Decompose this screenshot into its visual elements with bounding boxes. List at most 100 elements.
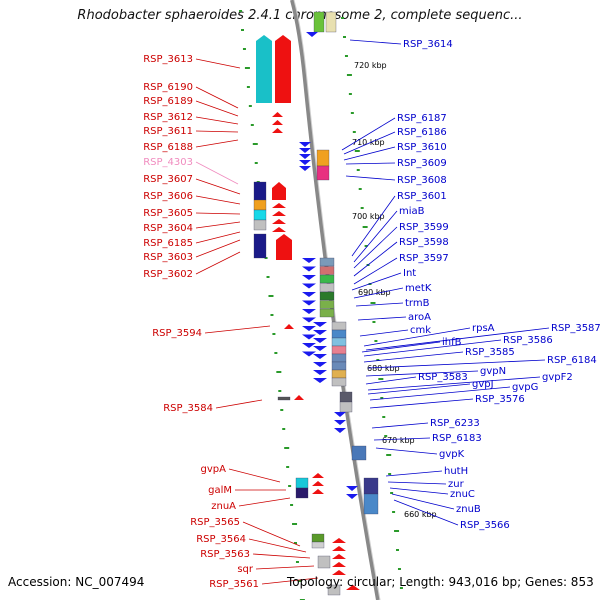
- gene-label[interactable]: RSP_6189: [143, 96, 193, 107]
- gene-label[interactable]: znuB: [456, 504, 481, 515]
- feature-block[interactable]: [331, 329, 347, 339]
- gene-label[interactable]: RSP_3598: [399, 237, 449, 248]
- gene-label[interactable]: aroA: [408, 312, 431, 323]
- gene-label[interactable]: gvpK: [439, 449, 465, 460]
- forward-gene-arrow[interactable]: [332, 554, 346, 559]
- gene-label[interactable]: gvpG: [512, 382, 538, 393]
- forward-gene-arrow[interactable]: [332, 562, 346, 567]
- reverse-gene-arrow[interactable]: [302, 334, 316, 340]
- reverse-gene-arrow[interactable]: [302, 351, 316, 357]
- gene-label[interactable]: RSP_3561: [209, 579, 259, 590]
- feature-block[interactable]: [363, 493, 379, 515]
- forward-gene-arrow[interactable]: [272, 112, 283, 117]
- reverse-gene-arrow[interactable]: [299, 154, 311, 159]
- reverse-gene-arrow[interactable]: [302, 309, 316, 314]
- gene-label[interactable]: RSP_6188: [143, 142, 193, 153]
- gene-label[interactable]: gvpN: [480, 366, 506, 377]
- gene-label[interactable]: RSP_3609: [397, 158, 447, 169]
- gene-label[interactable]: RSP_6186: [397, 127, 447, 138]
- gene-label[interactable]: trmB: [405, 298, 430, 309]
- feature-block[interactable]: [327, 584, 341, 596]
- reverse-gene-arrow[interactable]: [299, 160, 311, 165]
- reverse-gene-arrow[interactable]: [334, 412, 346, 417]
- feature-block[interactable]: [331, 345, 347, 355]
- forward-gene-arrow[interactable]: [272, 182, 286, 200]
- gene-label[interactable]: RSP_6184: [547, 355, 597, 366]
- forward-gene-arrow[interactable]: [346, 585, 360, 590]
- gene-label[interactable]: RSP_6185: [143, 238, 193, 249]
- gene-label[interactable]: RSP_3601: [397, 191, 447, 202]
- gene-label[interactable]: RSP_3586: [503, 335, 553, 346]
- feature-block[interactable]: [331, 321, 347, 331]
- reverse-gene-arrow[interactable]: [334, 420, 346, 425]
- gene-label[interactable]: metK: [405, 283, 432, 294]
- gene-label[interactable]: RSP_3566: [460, 520, 510, 531]
- gene-label[interactable]: RSP_3602: [143, 269, 193, 280]
- feature-block[interactable]: [313, 11, 325, 33]
- feature-block[interactable]: [351, 445, 367, 461]
- forward-gene-arrow[interactable]: [272, 203, 286, 208]
- gene-label[interactable]: sqr: [237, 564, 254, 575]
- gene-label[interactable]: RSP_3614: [403, 39, 453, 50]
- feature-block[interactable]: [319, 257, 335, 267]
- reverse-gene-arrow[interactable]: [313, 354, 327, 359]
- forward-gene-arrow[interactable]: [272, 227, 286, 232]
- gene-label[interactable]: RSP_3576: [475, 394, 525, 405]
- feature-block[interactable]: [253, 233, 267, 259]
- reverse-gene-arrow[interactable]: [302, 317, 316, 323]
- feature-block[interactable]: [319, 291, 335, 301]
- forward-gene-arrow[interactable]: [275, 35, 291, 103]
- forward-gene-arrow[interactable]: [332, 538, 346, 543]
- gene-label[interactable]: RSP_6233: [430, 418, 480, 429]
- gene-label[interactable]: RSP_3604: [143, 223, 193, 234]
- feature-block[interactable]: [319, 300, 335, 309]
- reverse-gene-arrow[interactable]: [306, 32, 318, 37]
- gene-label[interactable]: gvpJ: [472, 379, 494, 390]
- gene-label[interactable]: zur: [448, 479, 465, 490]
- forward-gene-arrow[interactable]: [312, 473, 324, 478]
- reverse-gene-arrow[interactable]: [299, 148, 311, 153]
- gene-label[interactable]: RSP_3612: [143, 112, 193, 123]
- feature-block[interactable]: [319, 274, 335, 284]
- gene-label[interactable]: RSP_3587: [551, 323, 600, 334]
- gene-label[interactable]: RSP_3583: [418, 372, 468, 383]
- reverse-gene-arrow[interactable]: [313, 370, 327, 375]
- feature-block[interactable]: [319, 266, 335, 275]
- gene-label[interactable]: RSP_6183: [432, 433, 482, 444]
- feature-block[interactable]: [295, 487, 309, 499]
- forward-gene-arrow[interactable]: [272, 128, 283, 133]
- reverse-gene-arrow[interactable]: [346, 494, 358, 499]
- gene-label[interactable]: RSP_3608: [397, 175, 447, 186]
- feature-block[interactable]: [331, 337, 347, 347]
- feature-block[interactable]: [339, 401, 353, 413]
- feature-block[interactable]: [253, 209, 267, 221]
- gene-label[interactable]: RSP_3607: [143, 174, 193, 185]
- reverse-gene-arrow[interactable]: [302, 258, 316, 263]
- feature-block[interactable]: [325, 11, 337, 33]
- reverse-gene-arrow[interactable]: [302, 343, 316, 348]
- gene-label[interactable]: RSP_3563: [200, 549, 250, 560]
- reverse-gene-arrow[interactable]: [313, 338, 327, 343]
- reverse-gene-arrow[interactable]: [313, 322, 327, 327]
- gene-label[interactable]: znuC: [450, 489, 475, 500]
- gene-label[interactable]: RSP_3611: [143, 126, 193, 137]
- gene-label[interactable]: RSP_3565: [190, 517, 240, 528]
- gene-label[interactable]: gvpF2: [542, 372, 573, 383]
- reverse-gene-arrow[interactable]: [302, 292, 316, 297]
- gene-label[interactable]: RSP_3585: [465, 347, 515, 358]
- gene-label[interactable]: znuA: [211, 501, 236, 512]
- reverse-gene-arrow[interactable]: [299, 142, 311, 147]
- reverse-gene-arrow[interactable]: [302, 283, 316, 289]
- reverse-gene-arrow[interactable]: [313, 330, 327, 335]
- feature-block[interactable]: [316, 165, 330, 181]
- gene-label[interactable]: RSP_3564: [196, 534, 246, 545]
- forward-gene-arrow[interactable]: [272, 211, 286, 216]
- reverse-gene-arrow[interactable]: [302, 326, 316, 331]
- feature-block[interactable]: [319, 308, 335, 318]
- gene-label[interactable]: ihfB: [442, 337, 462, 348]
- reverse-gene-arrow[interactable]: [313, 362, 327, 367]
- gene-label[interactable]: RSP_3613: [143, 54, 193, 65]
- feature-block[interactable]: [316, 149, 330, 167]
- gene-label[interactable]: cmk: [410, 325, 431, 336]
